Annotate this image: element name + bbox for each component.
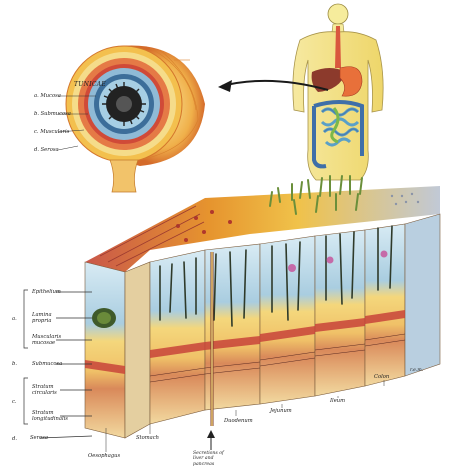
secretions-arrow — [207, 430, 215, 450]
tunicae-label-submucosa: b. Submucosa — [34, 111, 71, 117]
layer-letter-a: a. — [12, 316, 17, 322]
label-stratum-longitudinalis: Stratum longitudinalis — [32, 410, 68, 422]
label-submucosa: Submucosa — [32, 361, 63, 367]
label-epithelium: Epithelium — [32, 289, 61, 295]
organ-label-ileum: Ileum — [330, 398, 346, 404]
label-muscularis-mucosae: Muscularis mucosae — [32, 334, 62, 346]
label-serosa: Serosa — [30, 435, 48, 441]
label-lamina-propria: Lamina propria — [32, 312, 52, 324]
tunicae-label-mucosa: a. Mucosa — [34, 93, 61, 99]
label-stratum-circularis: Stratum circularis — [32, 384, 57, 396]
organ-label-oesophagus: Oesophagus — [88, 453, 121, 459]
arrow-to-tunicae — [218, 79, 329, 92]
layer-letter-d: d. — [12, 436, 17, 442]
tunicae-label-serosa: d. Serosa — [34, 147, 59, 153]
organ-label-stomach: Stomach — [136, 435, 160, 441]
tract-block — [84, 175, 441, 439]
body-figure — [292, 3, 384, 181]
tunicae-cross-section — [57, 45, 205, 193]
organ-label-colon: Colon — [374, 374, 390, 380]
layer-letter-c: c. — [12, 399, 17, 405]
label-secretions: Secretions of liver and pancreas — [193, 451, 224, 467]
organ-label-jejunum: Jejunum — [270, 408, 292, 414]
artist-signature: r.e.m. — [410, 368, 424, 373]
organ-leaders — [105, 380, 385, 452]
layer-brackets — [23, 289, 93, 439]
layer-letter-b: b. — [12, 361, 17, 367]
tunicae-label-muscularis: c. Muscularis — [34, 129, 70, 135]
tunicae-title: TUNICAE — [74, 81, 107, 88]
organ-label-duodenum: Duodenum — [224, 418, 253, 424]
